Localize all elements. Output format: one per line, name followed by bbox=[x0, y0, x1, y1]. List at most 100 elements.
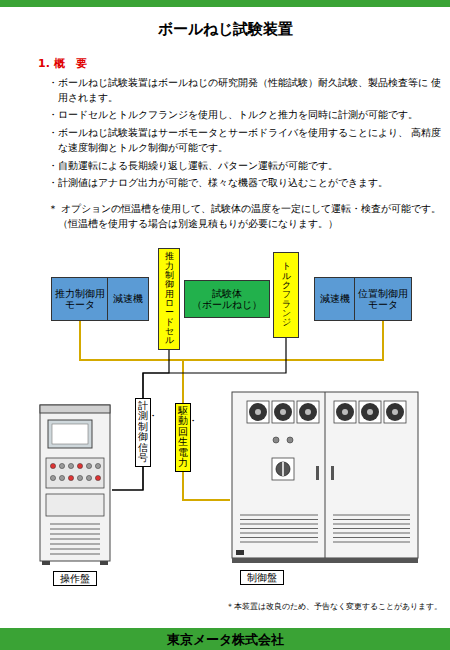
fan-frame bbox=[247, 401, 269, 423]
fan-hub bbox=[392, 409, 398, 415]
foot bbox=[42, 561, 50, 565]
fan-frame bbox=[334, 401, 356, 423]
vent-slot bbox=[50, 554, 100, 555]
lamp bbox=[287, 437, 293, 443]
operation-panel: 操作盤 bbox=[38, 403, 112, 563]
vent-slot bbox=[333, 541, 410, 542]
push-button bbox=[77, 463, 82, 468]
vent-slot bbox=[50, 544, 100, 545]
bottom-bar bbox=[0, 628, 450, 650]
reducer-box: 減速機 bbox=[107, 277, 149, 321]
bullet-text: ・計測値はアナログ出力が可能で、様々な機器で取り込むことができます。 bbox=[48, 176, 450, 191]
vent-slot bbox=[333, 523, 410, 524]
load-cell-box: 推力制御用ロードセル bbox=[158, 248, 180, 349]
box-label: 位置制御用 モータ bbox=[355, 288, 411, 311]
fan-hub bbox=[342, 409, 348, 415]
cabinet bbox=[232, 392, 418, 558]
drawer bbox=[46, 494, 104, 516]
switch-plate bbox=[272, 458, 294, 480]
vent-slot bbox=[240, 537, 318, 538]
signal-label: 計測・制御信号 bbox=[135, 398, 151, 467]
connector bbox=[183, 321, 383, 500]
buttons bbox=[50, 463, 100, 480]
vent-slot bbox=[240, 532, 318, 533]
panel-label: 制御盤 bbox=[240, 570, 284, 585]
fan bbox=[336, 403, 354, 421]
signal-label: 駆動・回生電力 bbox=[175, 403, 191, 472]
vent-slot bbox=[240, 514, 318, 515]
specimen-box: 試験体 （ボールねじ） bbox=[184, 280, 270, 318]
door-split bbox=[325, 392, 326, 558]
vent-slot bbox=[333, 537, 410, 538]
dial-mark bbox=[282, 462, 284, 476]
connector bbox=[112, 350, 169, 490]
fan bbox=[274, 403, 292, 421]
vent-slot bbox=[333, 528, 410, 529]
fan-hub bbox=[255, 409, 261, 415]
selector-dial bbox=[276, 462, 290, 476]
push-button bbox=[59, 475, 64, 480]
vent-slot bbox=[333, 519, 410, 520]
rack-top bbox=[40, 405, 110, 413]
vent-slot bbox=[240, 523, 318, 524]
torque-flange-box: トルクフランジ bbox=[273, 252, 299, 338]
motor-box: 推力制御用 モータ bbox=[51, 277, 109, 321]
footer-note: ＊本装置は改良のため、予告なく変更することがあります。 bbox=[190, 601, 442, 613]
push-button bbox=[59, 463, 64, 468]
control-panel: 制御盤 bbox=[230, 390, 420, 562]
connector bbox=[112, 338, 286, 490]
fan bbox=[299, 403, 317, 421]
fan-frame bbox=[272, 401, 294, 423]
vent-slot bbox=[50, 524, 100, 525]
box-label: 減速機 bbox=[320, 293, 350, 304]
push-button bbox=[68, 463, 73, 468]
operation-panel-drawing bbox=[40, 405, 110, 565]
title: ボールねじ試験装置 bbox=[0, 20, 450, 39]
push-button bbox=[68, 475, 73, 480]
push-button bbox=[86, 475, 91, 480]
screen-inner bbox=[52, 424, 88, 444]
fan-hub bbox=[305, 409, 311, 415]
vent-slot bbox=[50, 529, 100, 530]
vent-slot bbox=[240, 541, 318, 542]
fan-frame bbox=[359, 401, 381, 423]
box-label: 減速機 bbox=[113, 293, 143, 304]
vent-slot bbox=[50, 549, 100, 550]
box-label: 推力制御用 モータ bbox=[52, 288, 108, 311]
vent-slot bbox=[240, 528, 318, 529]
vent-slot bbox=[333, 514, 410, 515]
vent-slot bbox=[240, 519, 318, 520]
fan bbox=[386, 403, 404, 421]
motor-box: 位置制御用 モータ bbox=[354, 277, 412, 321]
screen bbox=[48, 420, 92, 448]
control-panel-drawing bbox=[232, 392, 418, 563]
fan-frame bbox=[384, 401, 406, 423]
push-button bbox=[50, 475, 55, 480]
fan-hub bbox=[280, 409, 286, 415]
lamp bbox=[273, 437, 279, 443]
bullet-text: ・自動運転による長期繰り返し運転、パターン運転が可能です。 bbox=[48, 159, 450, 174]
vent-slot bbox=[50, 534, 100, 535]
vent-slot bbox=[333, 532, 410, 533]
nameplate bbox=[236, 550, 244, 555]
push-button bbox=[77, 475, 82, 480]
box-label: 試験体 （ボールねじ） bbox=[185, 288, 269, 311]
push-button bbox=[86, 463, 91, 468]
rack-body bbox=[40, 405, 110, 561]
foot bbox=[100, 561, 108, 565]
section-heading: 1. 概 要 bbox=[38, 55, 238, 72]
reducer-box: 減速機 bbox=[314, 277, 356, 321]
door-handle bbox=[331, 466, 334, 480]
fans bbox=[247, 401, 406, 423]
top-bar bbox=[0, 0, 450, 7]
company-name: 東京メータ株式会社 bbox=[0, 630, 450, 650]
bullet-text: ・ロードセルとトルクフランジを使用し、トルクと推力を同時に計測が可能です。 bbox=[48, 108, 450, 123]
vents bbox=[50, 524, 100, 554]
button-panel bbox=[46, 458, 104, 488]
plinth bbox=[232, 558, 418, 563]
vent-slot bbox=[50, 539, 100, 540]
fan bbox=[361, 403, 379, 421]
door-handle bbox=[316, 466, 319, 480]
